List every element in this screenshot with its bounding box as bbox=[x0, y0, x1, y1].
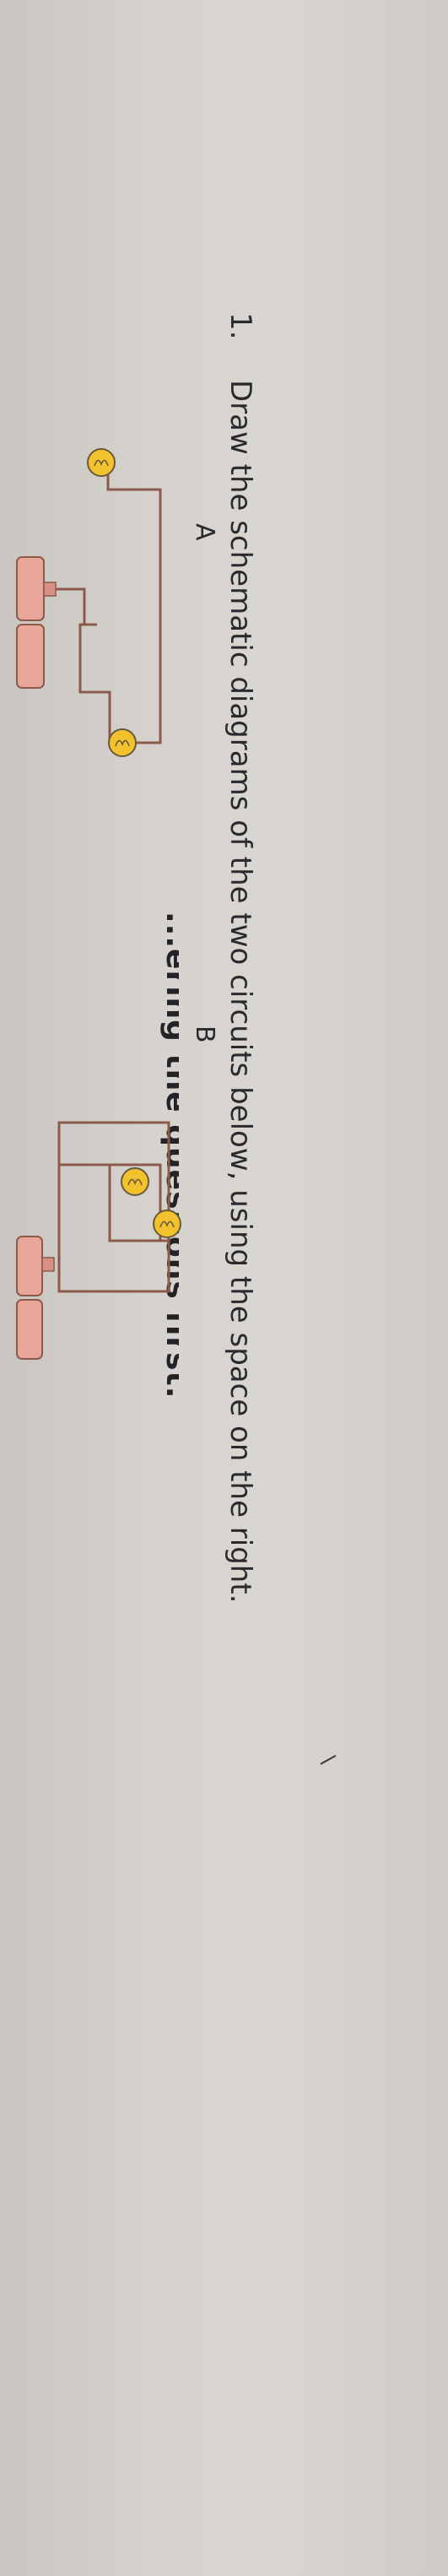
circuit-a-battery bbox=[16, 556, 97, 689]
circuit-a bbox=[16, 448, 162, 757]
circuit-b bbox=[16, 1121, 181, 1360]
circuit-b-wires bbox=[57, 1121, 170, 1293]
circuit-a-bulb-top bbox=[87, 448, 116, 477]
circuit-a-wires bbox=[78, 454, 162, 744]
circuit-b-bulb-right bbox=[153, 1210, 181, 1238]
circuit-b-bulb-left bbox=[121, 1167, 149, 1196]
circuit-b-battery bbox=[16, 1236, 55, 1360]
circuit-a-bulb-bottom bbox=[108, 728, 137, 757]
stray-pen-mark bbox=[320, 1755, 337, 1765]
